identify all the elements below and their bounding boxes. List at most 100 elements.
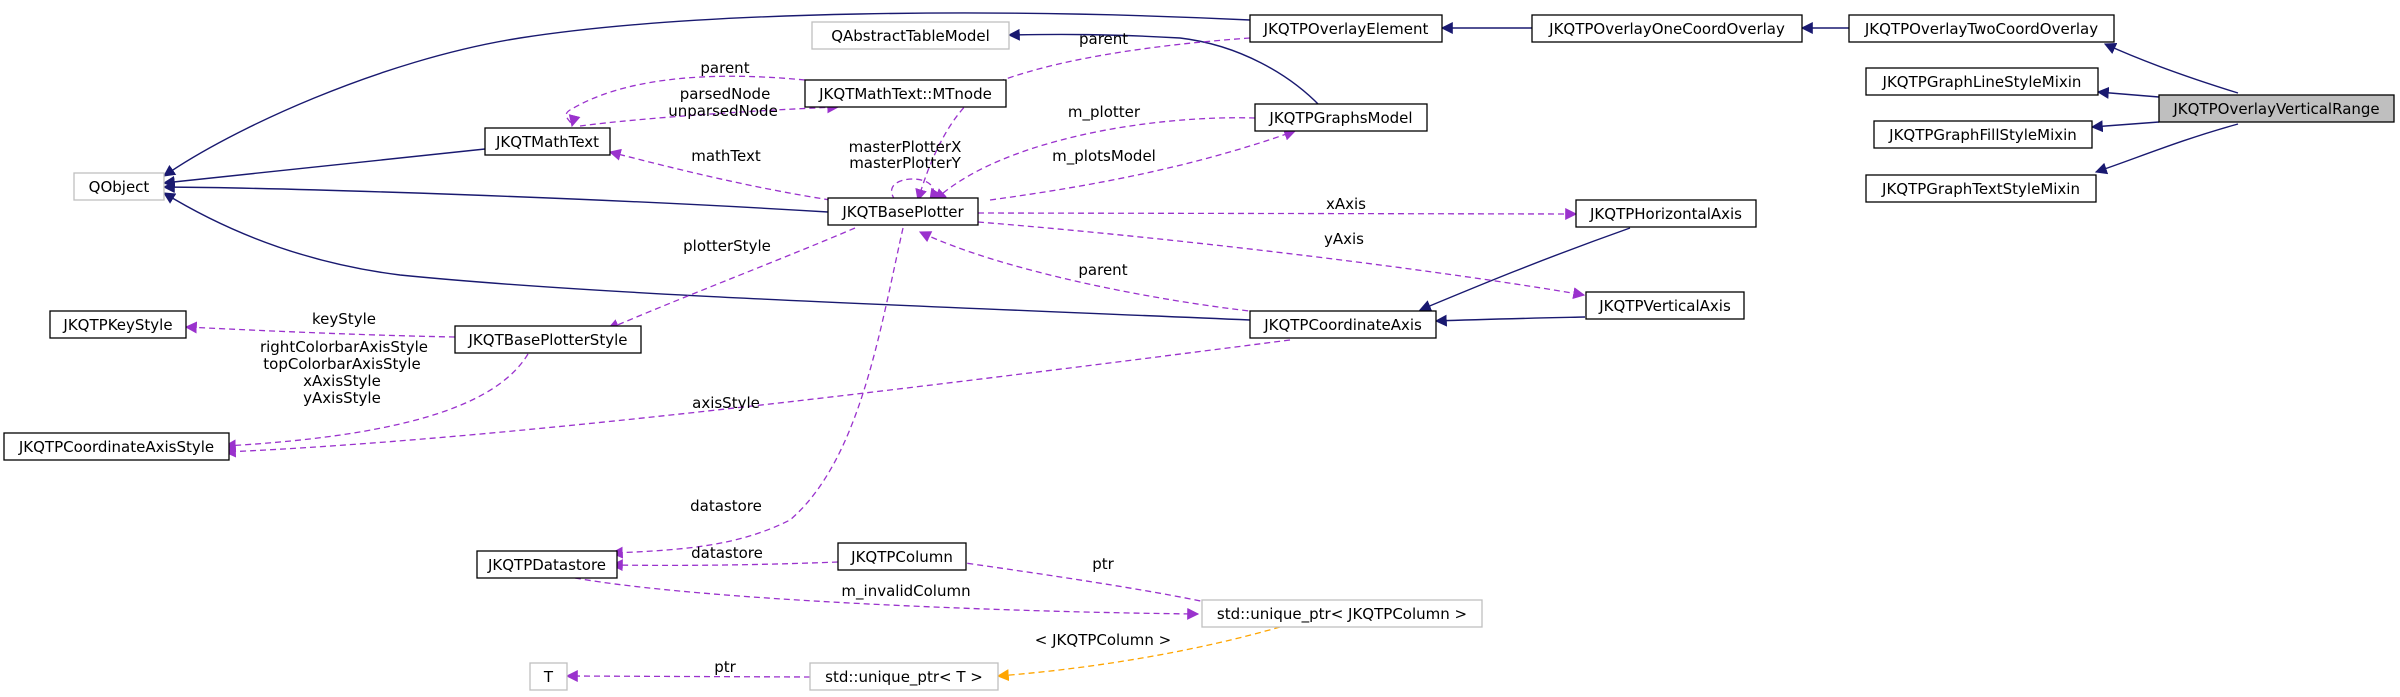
- node-graph-text-style-mixin[interactable]: JKQTPGraphTextStyleMixin: [1865, 174, 2097, 203]
- edge-overlay-element-parent: [915, 37, 1251, 202]
- label-parent-axis: parent: [1078, 261, 1127, 279]
- node-label: std::unique_ptr< JKQTPColumn >: [1217, 605, 1467, 624]
- edge-plotter-graphsmodel: [989, 128, 1297, 201]
- node-label: JKQTPVerticalAxis: [1598, 297, 1731, 315]
- edge-range-to-two-coord: [2103, 43, 2239, 94]
- node-horizontal-axis[interactable]: JKQTPHorizontalAxis: [1575, 199, 1757, 228]
- node-label: JKQTPHorizontalAxis: [1589, 205, 1742, 223]
- node-overlay-one-coord[interactable]: JKQTPOverlayOneCoordOverlay: [1531, 14, 1803, 43]
- label-plotter-style: plotterStyle: [683, 237, 771, 255]
- label-parent-mathtext: parent: [700, 59, 749, 77]
- node-label: JKQTPCoordinateAxisStyle: [18, 438, 214, 456]
- node-column[interactable]: JKQTPColumn: [837, 542, 967, 571]
- label-master-plotter-x: masterPlotterX: [849, 138, 962, 156]
- node-label: JKQTPGraphLineStyleMixin: [1882, 73, 2082, 91]
- node-graph-line-style-mixin[interactable]: JKQTPGraphLineStyleMixin: [1865, 67, 2099, 96]
- edge-plotter-style: [606, 227, 856, 331]
- node-label: JKQTPOverlayVerticalRange: [2172, 100, 2379, 118]
- node-coordinate-axis[interactable]: JKQTPCoordinateAxis: [1249, 310, 1437, 339]
- label-parsed-node: parsedNode: [680, 85, 771, 103]
- node-label: std::unique_ptr< T >: [825, 668, 983, 687]
- node-label: JKQTMathText: [495, 133, 599, 151]
- label-y-axis-style: yAxisStyle: [303, 389, 381, 407]
- node-overlay-two-coord[interactable]: JKQTPOverlayTwoCoordOverlay: [1848, 14, 2115, 43]
- label-ptr-t: ptr: [714, 658, 736, 676]
- node-base-plotter-style[interactable]: JKQTBasePlotterStyle: [454, 325, 642, 354]
- label-x-axis-style: xAxisStyle: [303, 372, 381, 390]
- node-key-style[interactable]: JKQTPKeyStyle: [49, 310, 187, 339]
- node-label: JKQTPKeyStyle: [62, 316, 172, 334]
- label-unparsed-node: unparsedNode: [668, 102, 778, 120]
- label-m-plots-model: m_plotsModel: [1052, 147, 1156, 166]
- label-axis-style: axisStyle: [692, 394, 760, 412]
- node-math-text-mtnode[interactable]: JKQTMathText::MTnode: [804, 79, 1007, 108]
- label-m-plotter: m_plotter: [1068, 103, 1141, 122]
- node-unique-ptr-column[interactable]: std::unique_ptr< JKQTPColumn >: [1201, 599, 1483, 628]
- inheritance-edges: [162, 12, 2239, 327]
- edge-range-to-line-mixin: [2096, 86, 2160, 99]
- label-m-invalid-column: m_invalidColumn: [841, 582, 970, 601]
- node-label: JKQTMathText::MTnode: [818, 85, 992, 103]
- edge-template-instance: [996, 626, 1281, 682]
- node-graph-fill-style-mixin[interactable]: JKQTPGraphFillStyleMixin: [1873, 120, 2093, 149]
- label-math-text: mathText: [691, 147, 761, 165]
- edge-plotter-datastore: [610, 227, 904, 559]
- label-master-plotter-y: masterPlotterY: [849, 154, 961, 172]
- edge-baseplotter-to-qobject: [162, 181, 829, 213]
- edge-plotter-self: [891, 178, 942, 201]
- node-unique-ptr-t[interactable]: std::unique_ptr< T >: [809, 662, 999, 691]
- edge-datastore-invalid-column: [574, 577, 1200, 620]
- edge-horizontal-to-coordaxis: [1418, 227, 1631, 312]
- node-label: JKQTPGraphFillStyleMixin: [1888, 126, 2077, 144]
- usage-edges: [184, 37, 1586, 683]
- edge-uniqueptr-column: [949, 556, 1211, 604]
- node-vertical-axis[interactable]: JKQTPVerticalAxis: [1585, 291, 1745, 320]
- node-label: T: [543, 668, 554, 686]
- node-graphs-model[interactable]: JKQTPGraphsModel: [1254, 103, 1428, 132]
- edge-plotter-mathtext: [608, 148, 851, 204]
- label-template-arg: < JKQTPColumn >: [1035, 631, 1171, 649]
- edge-coordaxis-axisstyle: [223, 339, 1291, 458]
- edge-column-datastore: [610, 559, 839, 572]
- node-math-text[interactable]: JKQTMathText: [484, 127, 611, 156]
- label-y-axis: yAxis: [1324, 230, 1364, 248]
- edge-coordaxis-to-qobject: [162, 192, 1251, 321]
- node-qabstract-table-model[interactable]: QAbstractTableModel: [811, 21, 1010, 50]
- node-coordinate-axis-style[interactable]: JKQTPCoordinateAxisStyle: [3, 432, 230, 461]
- edge-range-to-fill-mixin: [2090, 120, 2160, 133]
- label-top-colorbar-axis-style: topColorbarAxisStyle: [263, 355, 420, 373]
- node-qobject[interactable]: QObject: [73, 172, 165, 201]
- edge-range-to-text-mixin: [2094, 123, 2239, 175]
- node-label: JKQTBasePlotter: [841, 203, 964, 221]
- edge-graphs-model-to-qabstract: [1007, 28, 1321, 107]
- label-ptr-column: ptr: [1092, 555, 1114, 573]
- edge-style-axisstyles: [223, 353, 529, 452]
- node-t[interactable]: T: [529, 662, 568, 691]
- node-label: QObject: [89, 178, 150, 196]
- label-parent-overlay: parent: [1079, 30, 1128, 48]
- edge-uniqueptr-t: [565, 670, 811, 683]
- node-label: JKQTPGraphTextStyleMixin: [1881, 180, 2080, 198]
- edge-coordaxis-plotter: [918, 231, 1259, 313]
- label-datastore-plotter: datastore: [690, 497, 762, 515]
- node-datastore[interactable]: JKQTPDatastore: [476, 550, 618, 579]
- node-label: JKQTPOverlayOneCoordOverlay: [1548, 20, 1785, 38]
- edge-plotter-horizontal-axis: [977, 207, 1578, 220]
- label-datastore-column: datastore: [691, 544, 763, 562]
- edge-mtnode-parent: [565, 75, 806, 128]
- edge-graphsmodel-plotter: [934, 117, 1256, 201]
- node-label: QAbstractTableModel: [831, 27, 990, 45]
- node-label: JKQTPOverlayElement: [1263, 20, 1429, 38]
- label-right-colorbar-axis-style: rightColorbarAxisStyle: [260, 338, 428, 356]
- edge-mathtext-mtnode: [579, 101, 840, 127]
- edge-labels: parent parent parsedNode unparsedNode m_…: [260, 30, 1366, 676]
- node-overlay-vertical-range[interactable]: JKQTPOverlayVerticalRange: [2158, 94, 2395, 123]
- edge-mathtext-to-qobject: [162, 148, 486, 188]
- node-label: JKQTBasePlotterStyle: [468, 331, 628, 349]
- node-overlay-element[interactable]: JKQTPOverlayElement: [1249, 14, 1443, 43]
- edge-vertical-to-coordaxis: [1434, 314, 1586, 327]
- node-base-plotter[interactable]: JKQTBasePlotter: [827, 197, 979, 226]
- node-label: JKQTPColumn: [850, 548, 953, 566]
- label-key-style: keyStyle: [312, 310, 376, 328]
